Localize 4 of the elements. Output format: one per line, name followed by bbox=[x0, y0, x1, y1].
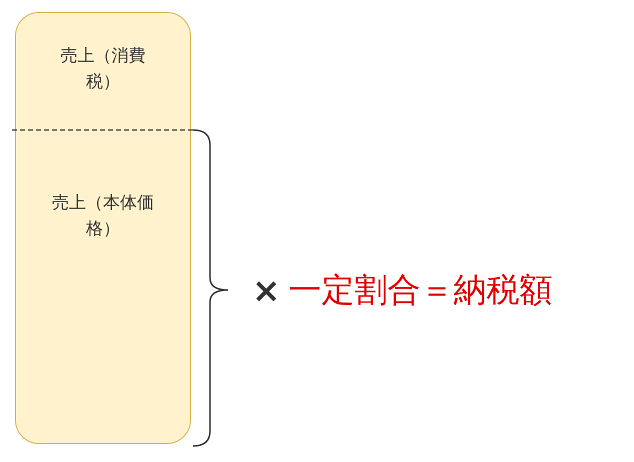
multiply-sign: × bbox=[252, 270, 280, 310]
section-label: 売上（本体価格） bbox=[51, 192, 155, 241]
section-label: 売上（消費税） bbox=[60, 45, 146, 94]
formula-text: 一定割合＝納税額 bbox=[288, 270, 552, 309]
